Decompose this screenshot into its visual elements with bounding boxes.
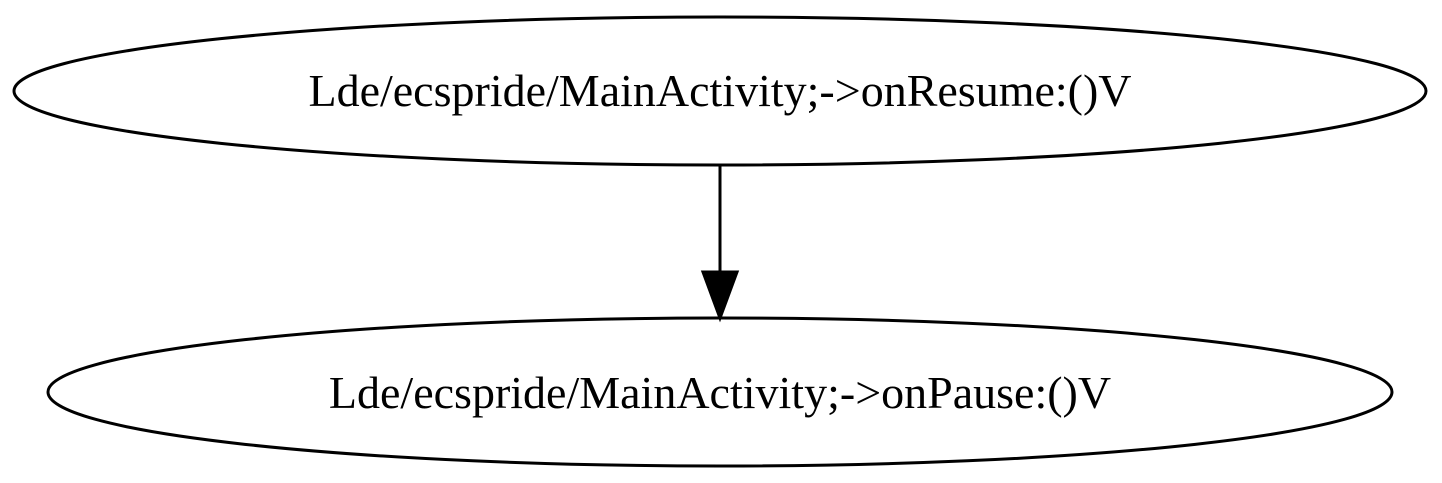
node-onpause[interactable]: Lde/ecspride/MainActivity;->onPause:()V bbox=[46, 316, 1394, 468]
node-onresume[interactable]: Lde/ecspride/MainActivity;->onResume:()V bbox=[12, 15, 1428, 167]
edge-onresume-to-onpause bbox=[700, 166, 740, 323]
node-onpause-label: Lde/ecspride/MainActivity;->onPause:()V bbox=[329, 367, 1111, 418]
arrowhead-icon bbox=[700, 270, 740, 323]
node-onpause-shape bbox=[46, 316, 1394, 468]
node-onresume-shape bbox=[12, 15, 1428, 167]
node-onresume-label: Lde/ecspride/MainActivity;->onResume:()V bbox=[308, 65, 1131, 116]
